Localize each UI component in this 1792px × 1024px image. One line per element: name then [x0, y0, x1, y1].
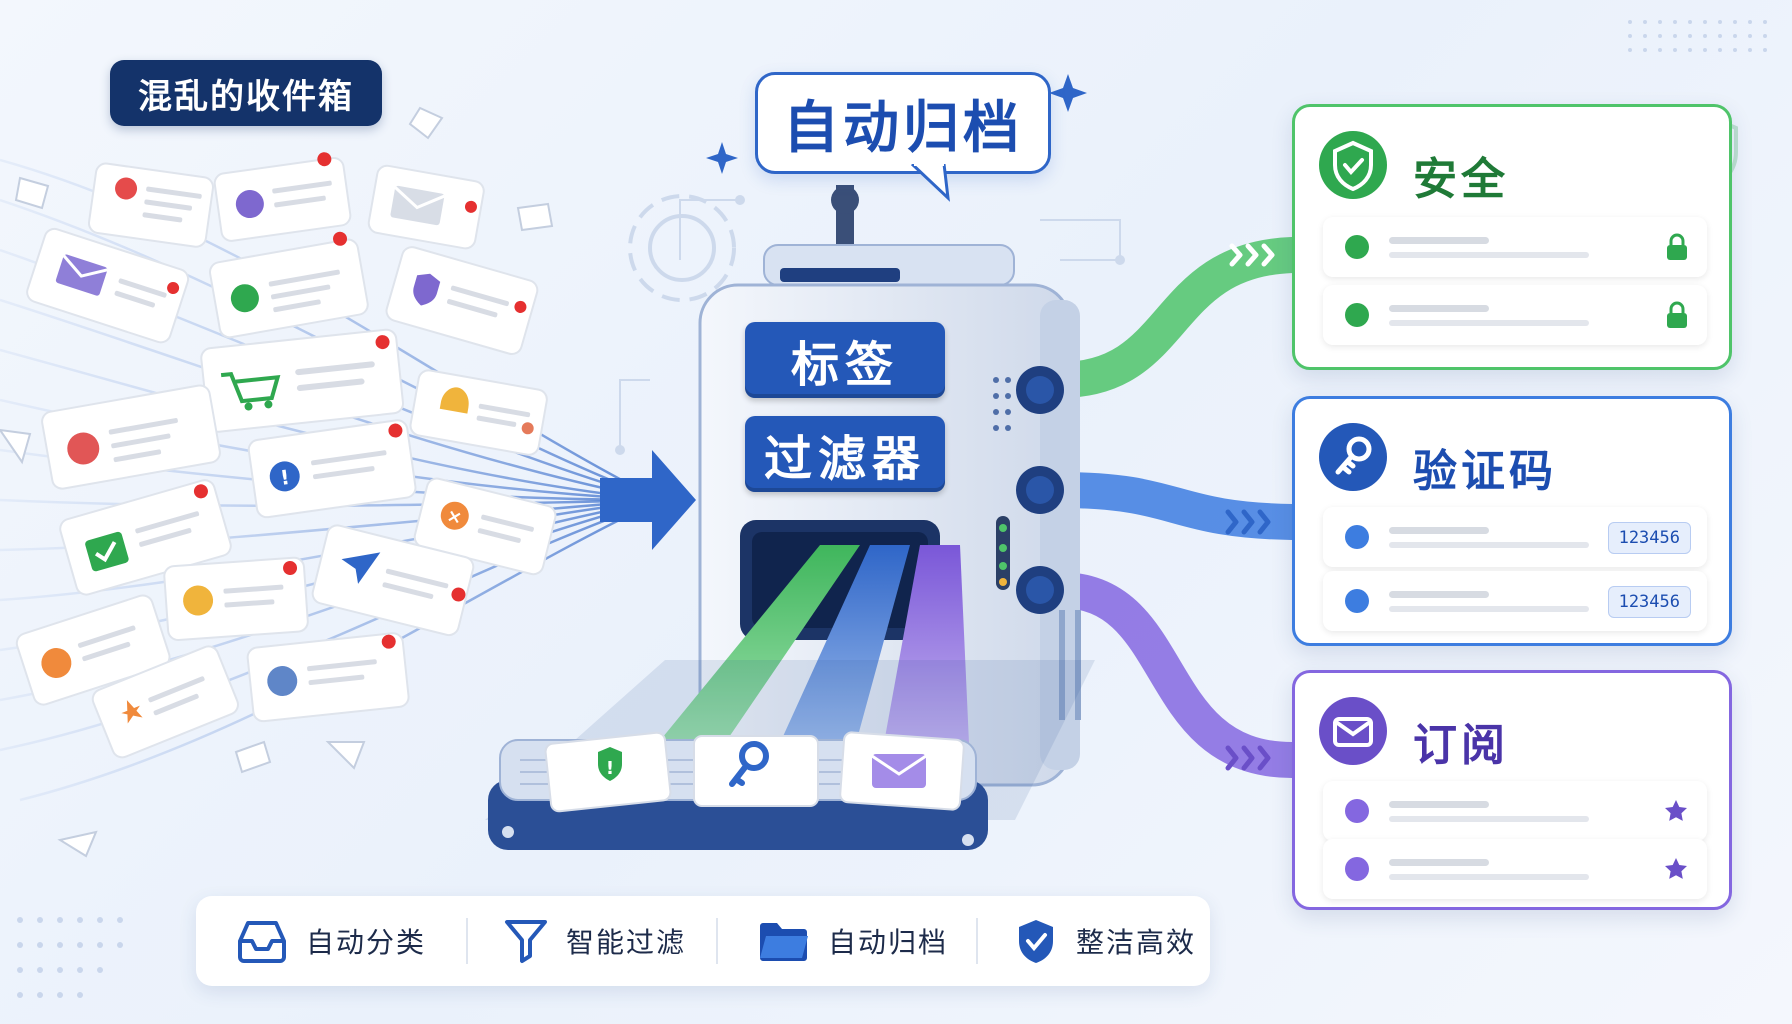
chevrons-blue: [1225, 509, 1271, 535]
auto-archive-title: 自动归档: [755, 72, 1051, 174]
verification-email-row[interactable]: 123456: [1323, 507, 1707, 567]
feature-bar: 自动分类 智能过滤 自动归档 整洁高效: [196, 896, 1210, 986]
category-title-verification-code: 验证码: [1413, 446, 1557, 497]
chevrons-purple: [1225, 745, 1271, 771]
folder-icon: [760, 923, 808, 961]
sparkle-icon: [706, 142, 738, 174]
feature-label: 自动归档: [828, 926, 949, 959]
feature-label: 智能过滤: [566, 926, 687, 959]
inbox-tray-icon: [238, 921, 286, 963]
feature-auto-archive: 自动归档: [758, 896, 948, 986]
machine-label-filter: 过滤器: [745, 416, 945, 492]
belt-envelope-mail: [839, 731, 965, 811]
category-card-security[interactable]: 安全: [1292, 104, 1732, 370]
shield-check-icon: [1319, 131, 1387, 199]
feature-tidy-efficient: 整洁高效: [1014, 896, 1196, 986]
category-card-verification-code[interactable]: 验证码 123456 123456: [1292, 396, 1732, 646]
envelope-icon: [1319, 697, 1387, 765]
feature-auto-classify: 自动分类: [236, 896, 426, 986]
svg-text:×: ×: [445, 505, 465, 529]
belt-envelope-security: !: [544, 731, 672, 813]
security-email-row[interactable]: [1323, 217, 1707, 277]
funnel-icon: [505, 920, 547, 963]
svg-text:!: !: [606, 758, 614, 779]
verification-email-row[interactable]: 123456: [1323, 571, 1707, 631]
purple-output-pipe: [1042, 572, 1310, 778]
gear-icon: [628, 194, 736, 302]
input-arrow: [600, 450, 696, 550]
verification-code-value: 123456: [1607, 586, 1691, 618]
svg-text:!: !: [279, 465, 291, 490]
subscription-email-row[interactable]: [1323, 781, 1707, 841]
machine-label-tag: 标签: [745, 322, 945, 398]
messy-inbox-emails: ! ×: [0, 106, 557, 858]
category-card-subscription[interactable]: 订阅: [1292, 670, 1732, 910]
security-email-row[interactable]: [1323, 285, 1707, 345]
chevrons-green: [1229, 243, 1275, 267]
star-icon: [1665, 858, 1687, 879]
verification-code-value: 123456: [1607, 522, 1691, 554]
dot-pattern-top-right: [1628, 20, 1767, 52]
shield-check-icon: [1019, 920, 1053, 963]
speech-tail: [910, 164, 950, 202]
star-icon: [1665, 800, 1687, 821]
subscription-email-row[interactable]: [1323, 839, 1707, 899]
belt-envelope-key: [693, 735, 819, 807]
feature-smart-filter: 智能过滤: [504, 896, 686, 986]
lock-icon: [1667, 233, 1687, 260]
feature-label: 整洁高效: [1076, 926, 1197, 959]
sparkle-icon: [1049, 74, 1087, 112]
dot-pattern-bottom-left: [17, 917, 123, 998]
messy-inbox-title: 混乱的收件箱: [110, 60, 382, 126]
green-output-pipe: [1042, 237, 1310, 398]
key-icon: [1319, 423, 1387, 491]
category-title-security: 安全: [1413, 154, 1509, 205]
blue-output-pipe: [1042, 472, 1310, 540]
category-title-subscription: 订阅: [1413, 720, 1509, 771]
circuit-decoration: [615, 195, 1125, 455]
feature-label: 自动分类: [306, 926, 427, 959]
lock-icon: [1667, 301, 1687, 328]
